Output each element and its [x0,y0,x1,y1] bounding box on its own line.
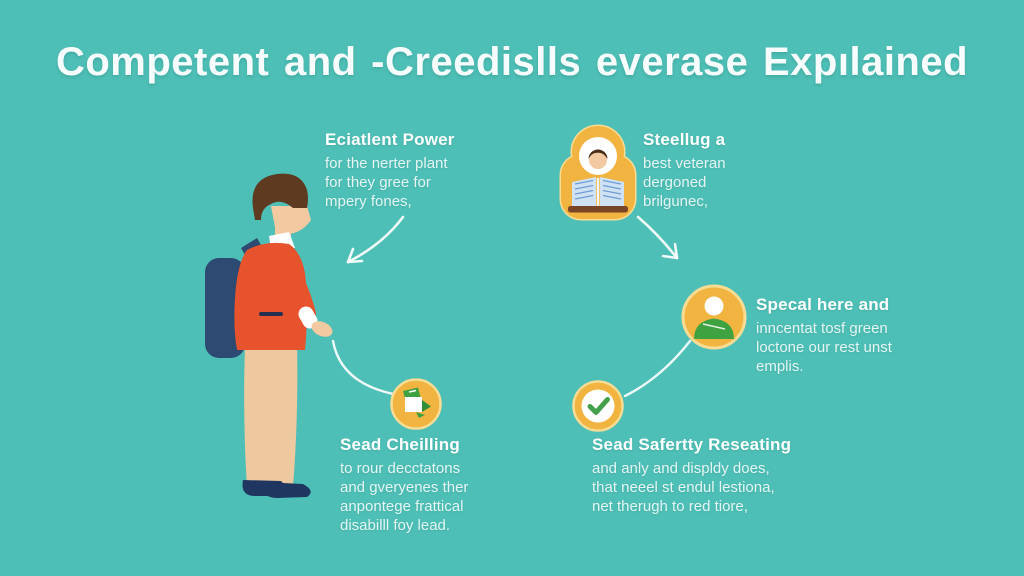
hair [252,173,308,220]
block-heading: Steellug a [643,130,726,149]
block-line: disabilll foy lead. [340,517,451,534]
shoe-front [262,482,311,498]
block-heading: Eciatlent Power [325,130,455,149]
person-reading-book-icon [559,124,637,221]
block-line: inncentat tosf green [756,320,888,337]
text-block-mid-right: Specal here and inncentat tosf green loc… [756,295,892,376]
shirt-cuff [298,306,318,329]
text-block-top-left: Eciatlent Power for the nerter plant for… [325,130,455,211]
hand [311,321,333,337]
block-line: dergoned [643,174,707,191]
block-heading: Specal here and [756,295,890,314]
person-illustration [205,173,333,498]
page-title: Competent and -Creedislls everase Expıla… [55,40,969,84]
documents-icon [390,378,442,430]
block-line: brilgunec, [643,193,709,210]
block-line: for they gree for [325,174,431,191]
block-line: loctone our rest unst [756,339,892,356]
connector-curve-right [623,339,692,398]
checkmark-icon [572,380,624,432]
block-line: anpontege frattical [340,498,464,515]
flow-arrow-down-right-icon [636,215,679,260]
block-line: mpery fones, [325,193,412,210]
block-line: best veteran [643,155,726,172]
text-block-top-right: Steellug a best veteran dergoned brilgun… [643,130,726,211]
block-line: and gveryenes ther [340,479,469,496]
block-line: that neeel st endul lestiona, [592,479,775,496]
pants [244,346,298,486]
block-line: net therugh to red tiore, [592,498,748,515]
jacket-pocket [259,312,283,316]
flow-arrow-down-left-icon [346,215,405,264]
block-line: emplis. [756,358,804,375]
block-line: to rour decctatons [340,460,461,477]
text-block-bottom-left: Sead Cheilling to rour decctatons and gv… [340,435,468,535]
connector-curve-left [331,339,401,397]
book-base [568,206,628,213]
block-heading: Sead Cheilling [340,435,460,454]
text-block-bottom-mid: Sead Safertty Reseating and anly and dis… [592,435,791,516]
person-icon [681,284,747,350]
block-heading: Sead Safertty Reseating [592,435,792,454]
block-line: and anly and displdy does, [592,460,770,477]
block-line: for the nerter plant [325,155,448,172]
